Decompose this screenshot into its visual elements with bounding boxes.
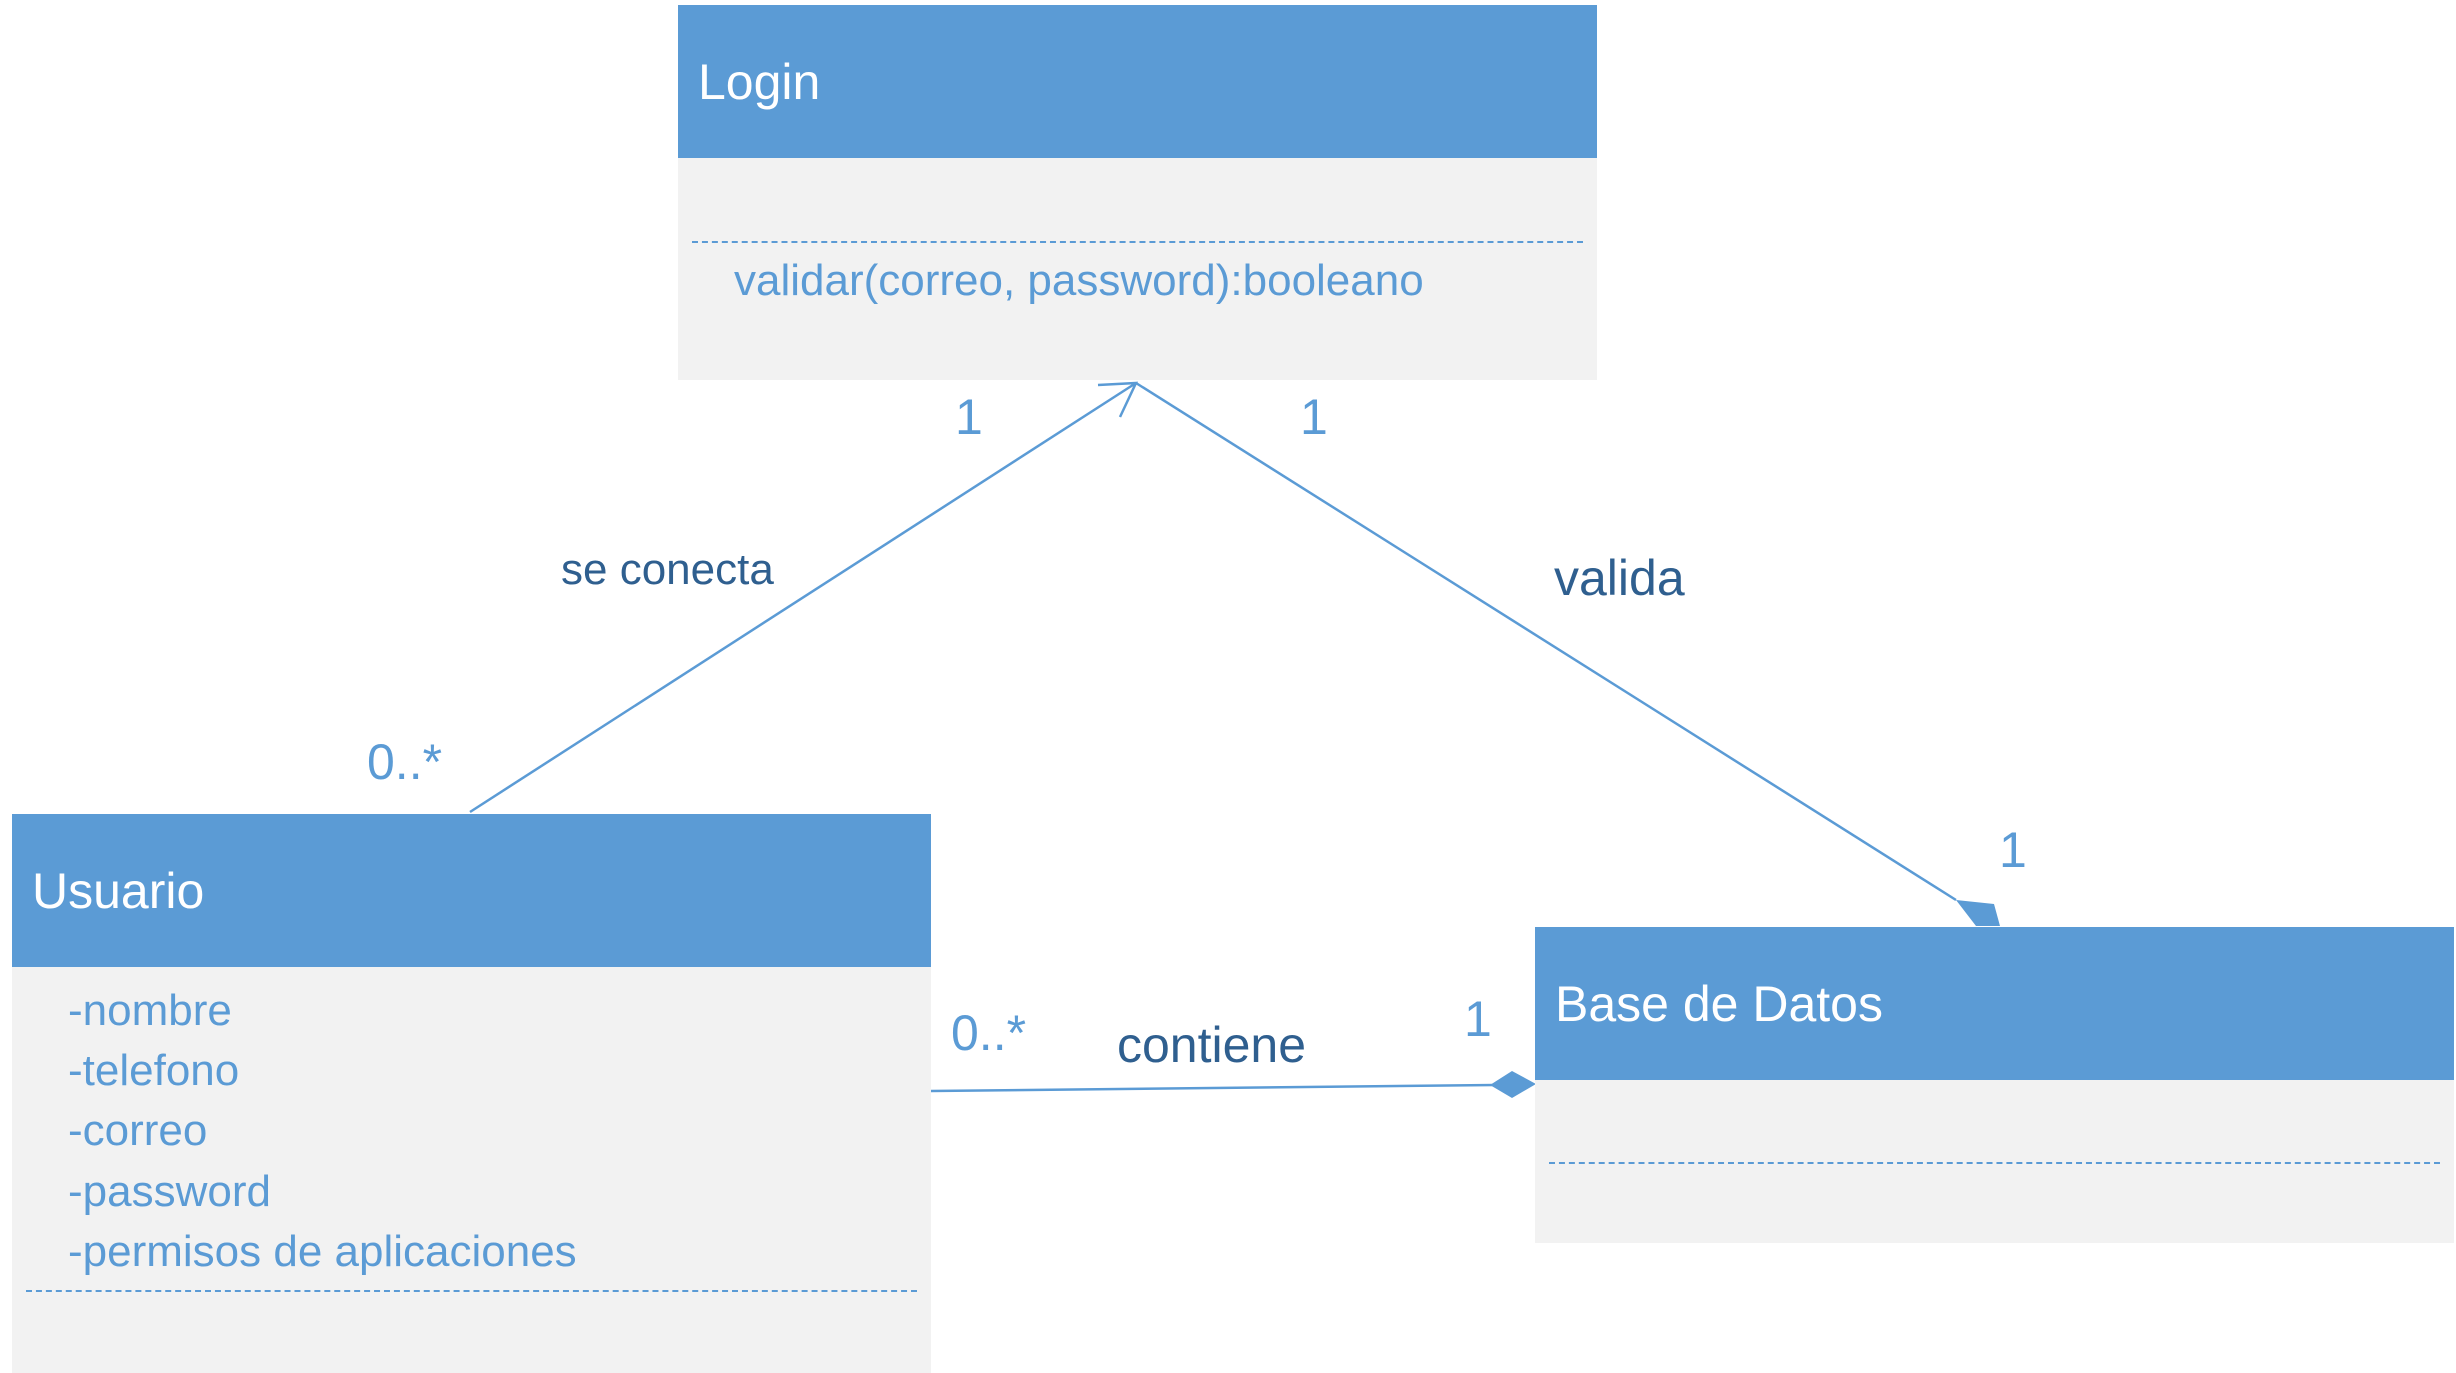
class-base-de-datos-name: Base de Datos xyxy=(1555,975,1883,1032)
valida-label: valida xyxy=(1554,550,1685,606)
class-login-header: Login xyxy=(678,5,1597,158)
contiene-source-multiplicity: 0..* xyxy=(951,1005,1027,1061)
class-login-operation: validar(correo, password):booleano xyxy=(734,256,1424,305)
se-conecta-label: se conecta xyxy=(561,545,774,594)
class-usuario-body: -nombre -telefono -correo -password -per… xyxy=(12,967,931,1373)
class-login-separator xyxy=(692,241,1583,243)
usuario-attribute: -nombre xyxy=(68,986,232,1035)
se-conecta-line[interactable] xyxy=(469,381,1137,814)
valida-line[interactable] xyxy=(1135,381,1957,902)
valida-source-multiplicity: 1 xyxy=(1300,389,1328,445)
class-usuario-header: Usuario xyxy=(12,814,931,967)
se-conecta-target-multiplicity: 1 xyxy=(955,389,983,445)
usuario-attribute: -telefono xyxy=(68,1046,240,1095)
contiene-label: contiene xyxy=(1117,1017,1307,1073)
contiene-line[interactable] xyxy=(930,1083,1496,1093)
se-conecta-source-multiplicity: 0..* xyxy=(367,734,443,790)
class-base-de-datos-header: Base de Datos xyxy=(1535,927,2454,1080)
usuario-attribute: -correo xyxy=(68,1106,208,1155)
class-usuario-name: Usuario xyxy=(32,862,205,919)
class-base-de-datos[interactable]: Base de Datos xyxy=(1535,927,2454,1243)
contiene-target-multiplicity: 1 xyxy=(1464,991,1492,1047)
class-login-body: validar(correo, password):booleano xyxy=(678,158,1597,380)
valida-target-multiplicity: 1 xyxy=(1999,822,2027,878)
usuario-attribute: -password xyxy=(68,1167,271,1216)
valida-diamond xyxy=(1956,900,2000,926)
class-usuario-separator xyxy=(26,1290,917,1292)
contiene-diamond xyxy=(1490,1071,1536,1098)
class-base-de-datos-separator xyxy=(1549,1162,2440,1164)
class-login-name: Login xyxy=(698,53,821,110)
class-base-de-datos-body xyxy=(1535,1080,2454,1243)
class-login[interactable]: Login validar(correo, password):booleano xyxy=(678,5,1597,380)
class-usuario[interactable]: Usuario -nombre -telefono -correo -passw… xyxy=(12,814,931,1373)
usuario-attribute: -permisos de aplicaciones xyxy=(68,1227,577,1276)
